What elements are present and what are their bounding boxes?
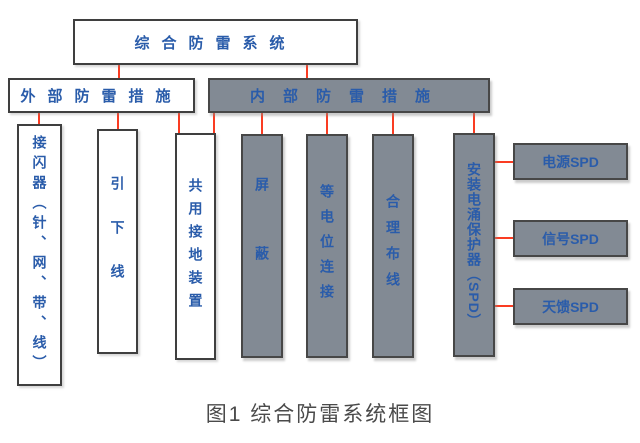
external-measures-label: 外部防雷措施 [20, 88, 183, 105]
internal-measures-box: 内部防雷措施 [208, 78, 490, 113]
reasonable-wiring-label: 合理布线 [385, 194, 401, 298]
equipotential-bonding-label: 等电位连接 [319, 183, 335, 309]
common-grounding-label: 共用接地装置 [187, 177, 204, 316]
connector-spd-power [494, 161, 513, 163]
install-spd-box: 安装电涌保护器（SPD） [453, 133, 495, 357]
connector-external-down-conductor [117, 112, 119, 130]
power-spd-box: 电源SPD [513, 143, 628, 180]
root-box-label: 综合防雷系统 [134, 34, 297, 52]
figure-caption: 图1 综合防雷系统框图 [205, 403, 435, 426]
signal-spd-box: 信号SPD [513, 220, 628, 257]
shielding-label: 屏蔽 [254, 177, 270, 315]
down-conductor-box: 引下线 [97, 129, 138, 354]
connector-root-internal [306, 64, 308, 79]
air-terminal-label: 接闪器（针、网、带、线） [31, 135, 48, 375]
external-measures-box: 外部防雷措施 [8, 78, 195, 113]
connector-spd-antenna [494, 305, 513, 307]
power-spd-label: 电源SPD [542, 153, 599, 170]
connector-external-air-terminal [38, 112, 40, 125]
connector-internal-shielding [261, 112, 263, 135]
connector-external-grounding [178, 112, 180, 134]
internal-measures-label: 内部防雷措施 [249, 88, 448, 105]
install-spd-label: 安装电涌保护器（SPD） [466, 161, 482, 329]
connector-internal-wiring [392, 112, 394, 135]
connector-internal-spd [473, 112, 475, 134]
connector-root-external [118, 64, 120, 79]
shielding-box: 屏蔽 [241, 134, 283, 358]
connector-internal-equipotential [326, 112, 328, 135]
root-box: 综合防雷系统 [73, 19, 358, 65]
connector-spd-signal [494, 237, 513, 239]
antenna-feeder-spd-box: 天馈SPD [513, 288, 628, 325]
reasonable-wiring-box: 合理布线 [372, 134, 414, 358]
signal-spd-label: 信号SPD [542, 230, 599, 247]
equipotential-bonding-box: 等电位连接 [306, 134, 348, 358]
down-conductor-label: 引下线 [109, 175, 126, 308]
connector-internal-grounding [213, 112, 215, 134]
antenna-feeder-spd-label: 天馈SPD [542, 298, 599, 315]
common-grounding-box: 共用接地装置 [175, 133, 216, 360]
air-terminal-box: 接闪器（针、网、带、线） [17, 124, 62, 386]
